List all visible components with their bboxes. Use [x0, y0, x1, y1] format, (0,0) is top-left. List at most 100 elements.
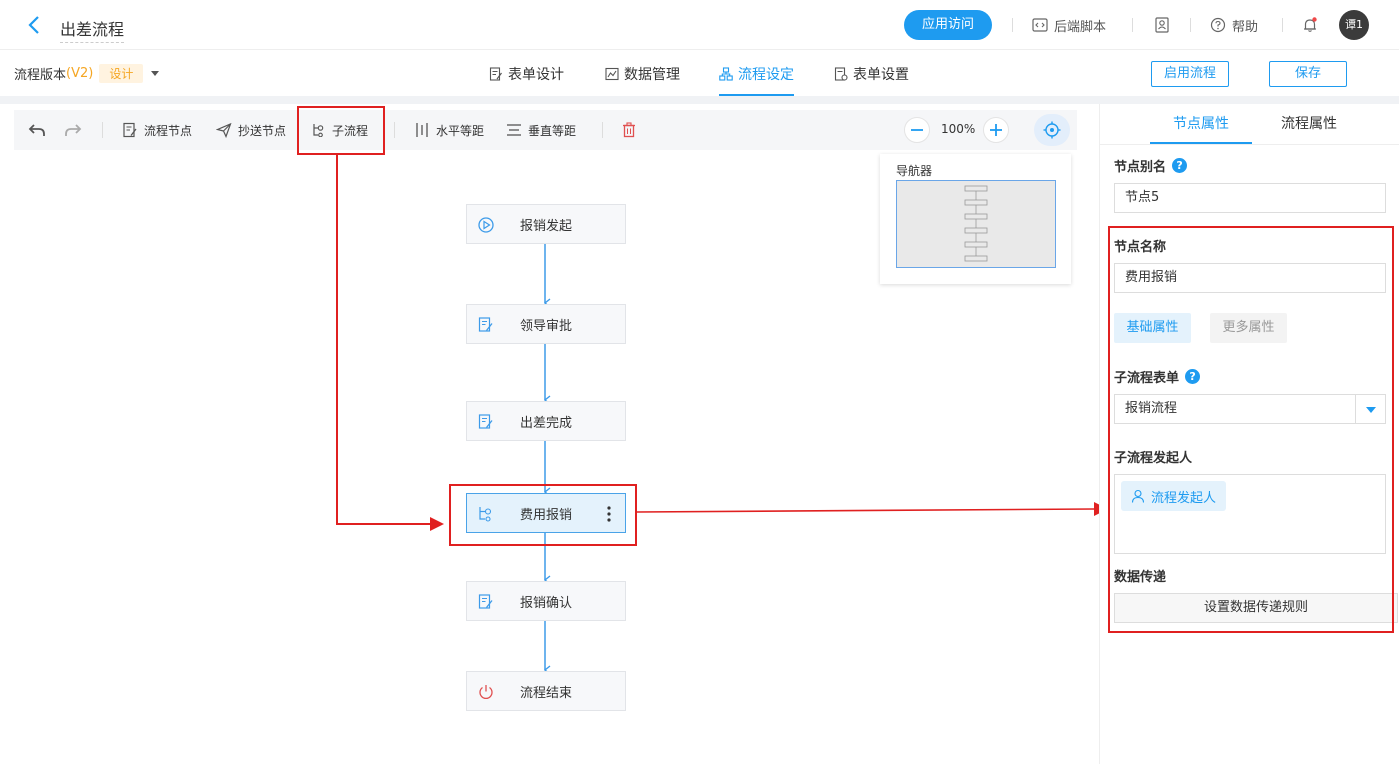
properties-panel: 节点属性 流程属性 节点别名 ? 节点5 节点名称 费用报销 基础属性 更多属性… — [1099, 104, 1399, 764]
subform-select[interactable]: 报销流程 — [1114, 394, 1386, 424]
chip-label: 流程发起人 — [1151, 490, 1217, 506]
subflow-icon — [479, 507, 492, 522]
app-visit-button[interactable]: 应用访问 — [904, 10, 992, 40]
code-icon — [1032, 18, 1048, 32]
tool-label: 子流程 — [332, 123, 369, 138]
minimap-flow-icon — [964, 185, 988, 262]
node-label: 流程结束 — [519, 685, 572, 701]
edit-doc-icon — [478, 594, 493, 609]
question-circle-icon — [1210, 17, 1226, 33]
tab-form-settings[interactable]: 表单设置 — [834, 64, 909, 96]
divider — [1100, 144, 1399, 145]
initiator-chip[interactable]: 流程发起人 — [1121, 481, 1227, 511]
tab-node-properties[interactable]: 节点属性 — [1150, 104, 1252, 144]
help-icon[interactable]: ? — [1185, 369, 1201, 384]
contact-card-icon[interactable] — [1154, 17, 1170, 33]
navigator-viewport[interactable] — [896, 180, 1056, 268]
tab-more-properties[interactable]: 更多属性 — [1210, 313, 1287, 343]
version-selector[interactable]: 流程版本 (V2) 设计 — [14, 64, 160, 83]
zoom-out-button[interactable] — [904, 117, 930, 143]
navigator-panel: 导航器 — [880, 154, 1071, 284]
tool-label: 抄送节点 — [238, 123, 287, 138]
play-circle-icon — [478, 217, 494, 233]
alias-input[interactable]: 节点5 — [1114, 183, 1386, 213]
set-data-transfer-rule-button[interactable]: 设置数据传递规则 — [1114, 593, 1398, 623]
tab-label: 表单设置 — [853, 67, 909, 83]
tool-label: 垂直等距 — [528, 123, 577, 138]
help-link[interactable]: 帮助 — [1210, 14, 1258, 36]
bell-icon[interactable] — [1302, 17, 1318, 33]
save-button[interactable]: 保存 — [1269, 61, 1347, 87]
trash-icon[interactable] — [622, 122, 636, 138]
horizontal-spacing-button[interactable]: 水平等距 — [414, 110, 484, 150]
crosshair-icon — [1043, 121, 1061, 139]
flow-node-expense-subflow[interactable]: 费用报销 — [466, 493, 626, 533]
sub-header: 流程版本 (V2) 设计 表单设计 数据管理 流程设定 — [0, 50, 1399, 96]
tab-flow-settings[interactable]: 流程设定 — [719, 64, 794, 96]
flow-icon — [719, 67, 733, 81]
version-label: 流程版本 — [14, 68, 67, 83]
power-icon — [479, 685, 493, 699]
name-field-label: 节点名称 — [1114, 240, 1167, 255]
edit-doc-icon — [478, 414, 493, 429]
select-value: 报销流程 — [1125, 401, 1178, 416]
divider — [1012, 18, 1013, 32]
node-label: 费用报销 — [519, 507, 572, 523]
help-icon[interactable]: ? — [1172, 158, 1188, 173]
divider — [602, 122, 603, 138]
chevron-down-icon[interactable] — [151, 71, 160, 76]
undo-icon[interactable] — [28, 122, 46, 138]
enable-flow-button[interactable]: 启用流程 — [1151, 61, 1229, 87]
tab-label: 数据管理 — [624, 67, 680, 83]
backend-script-label: 后端脚本 — [1054, 19, 1107, 35]
form-settings-icon — [834, 67, 848, 81]
navigator-title: 导航器 — [896, 164, 933, 178]
flow-node-trip-complete[interactable]: 出差完成 — [466, 401, 626, 441]
edit-doc-icon — [123, 122, 137, 138]
version-tag: (V2) — [66, 66, 94, 81]
divider — [102, 122, 103, 138]
tab-basic-properties[interactable]: 基础属性 — [1114, 313, 1191, 343]
design-badge: 设计 — [99, 64, 144, 83]
label-text: 子流程表单 — [1114, 371, 1180, 386]
locate-button[interactable] — [1034, 114, 1070, 146]
flow-node-start[interactable]: 报销发起 — [466, 204, 626, 244]
initiator-picker[interactable]: 流程发起人 — [1114, 474, 1386, 554]
chart-icon — [605, 67, 619, 81]
label-text: 节点别名 — [1114, 160, 1167, 175]
node-label: 报销确认 — [519, 595, 572, 611]
divider — [1190, 18, 1191, 32]
node-name-input[interactable]: 费用报销 — [1114, 263, 1386, 293]
redo-icon[interactable] — [64, 122, 82, 138]
divider — [1132, 18, 1133, 32]
form-edit-icon — [489, 67, 502, 81]
minus-icon — [911, 129, 923, 131]
divider — [1282, 18, 1283, 32]
vertical-spacing-button[interactable]: 垂直等距 — [506, 110, 576, 150]
tab-label: 流程设定 — [738, 67, 794, 83]
help-label: 帮助 — [1232, 19, 1259, 35]
flow-node-end[interactable]: 流程结束 — [466, 671, 626, 711]
app-title[interactable]: 出差流程 — [60, 16, 125, 43]
add-cc-node-button[interactable]: 抄送节点 — [216, 110, 286, 150]
backend-script-link[interactable]: 后端脚本 — [1032, 14, 1106, 36]
add-subflow-button[interactable]: 子流程 — [312, 110, 368, 150]
tab-flow-properties[interactable]: 流程属性 — [1281, 116, 1337, 132]
add-flow-node-button[interactable]: 流程节点 — [122, 110, 192, 150]
subform-field-label: 子流程表单 ? — [1114, 367, 1201, 386]
tab-form-design[interactable]: 表单设计 — [489, 64, 564, 96]
subflow-icon — [313, 124, 324, 137]
more-vertical-icon[interactable] — [607, 505, 611, 523]
chevron-down-icon[interactable] — [1355, 395, 1385, 423]
node-label: 领导审批 — [519, 318, 572, 334]
initiator-field-label: 子流程发起人 — [1114, 451, 1193, 466]
user-avatar[interactable]: 谭1 — [1339, 10, 1369, 40]
flow-node-expense-confirm[interactable]: 报销确认 — [466, 581, 626, 621]
zoom-in-button[interactable] — [983, 117, 1009, 143]
back-arrow-icon[interactable] — [26, 14, 42, 36]
node-label: 报销发起 — [519, 218, 572, 234]
flow-node-leader-approval[interactable]: 领导审批 — [466, 304, 626, 344]
tab-data-management[interactable]: 数据管理 — [605, 64, 680, 96]
vertical-distribute-icon — [507, 124, 521, 136]
